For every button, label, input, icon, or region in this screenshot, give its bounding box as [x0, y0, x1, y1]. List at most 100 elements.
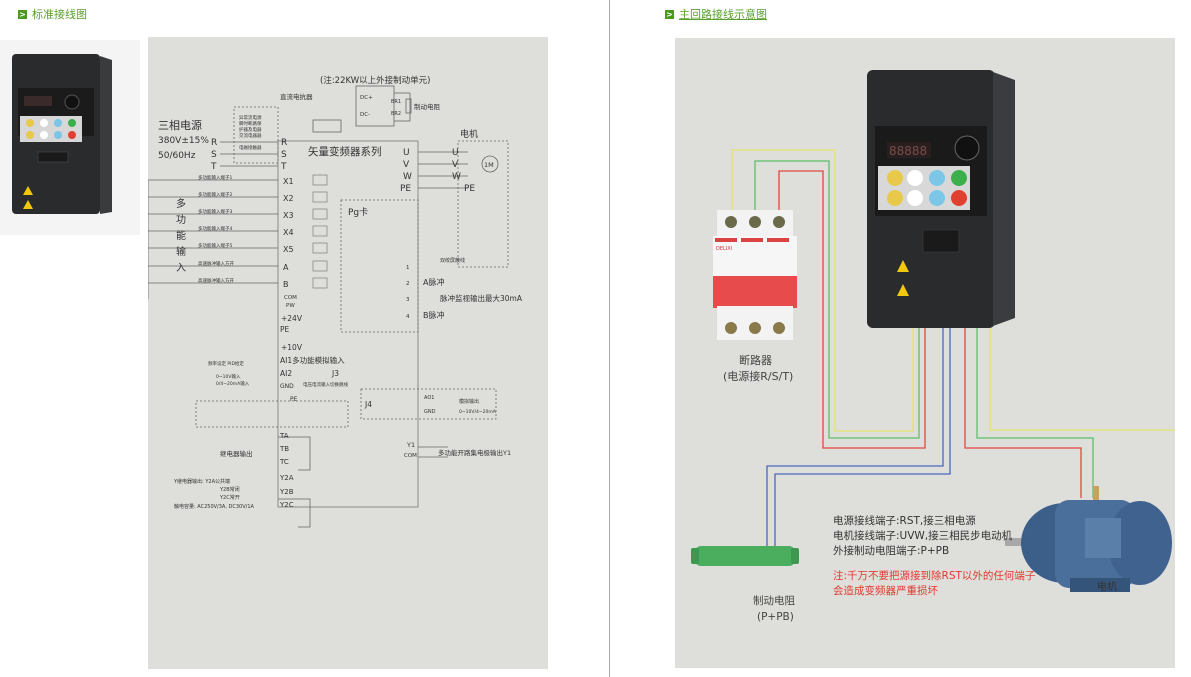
wire-yellow-w: [989, 318, 1175, 431]
terminal-pe: PE: [400, 184, 411, 194]
terminal-s: S: [281, 150, 287, 160]
brake-resistor: [691, 546, 799, 566]
phase-t: T: [210, 162, 217, 172]
terminal-w: W: [403, 172, 412, 182]
resistor-label: 制动电阻: [753, 594, 795, 607]
svg-text:交流电器器: 交流电器器: [239, 132, 262, 139]
terminal-com: COM: [284, 295, 297, 301]
j3-desc: 电压电流输入切换跳线: [303, 381, 348, 388]
input-lines: [147, 179, 278, 299]
brake-resistor-label: 制动电阻: [414, 102, 441, 111]
warning-icon: [23, 200, 33, 209]
svg-text:多功能输入端子3: 多功能输入端子3: [198, 208, 232, 215]
terminal-r: R: [281, 138, 287, 148]
motor-label: 电机: [1097, 580, 1117, 593]
info-line-power: 电源接线端子:RST,接三相电源: [833, 514, 976, 527]
terminal-x4: X4: [283, 228, 294, 237]
j4-box: [360, 388, 497, 420]
knob-icon: [64, 94, 80, 110]
br1-label: BR1: [391, 99, 401, 105]
electric-motor: [1005, 486, 1172, 592]
inverter-image: [12, 54, 112, 214]
terminal-y2a: Y2A: [279, 474, 294, 482]
main-circuit-illustration: DELIXI 88888: [691, 70, 1175, 623]
terminal-u: U: [403, 148, 410, 158]
column-divider: [609, 0, 610, 677]
motor-label: 电机: [460, 128, 478, 140]
terminal-com2: COM: [404, 453, 417, 459]
j3-box: [195, 400, 349, 428]
svg-text:护器及电器: 护器及电器: [239, 126, 262, 133]
pg-card-label: Pg卡: [348, 206, 368, 218]
info-line-resistor: 外接制动电阻端子:P+PB: [833, 544, 949, 557]
svg-text:0/4~20mA输入: 0/4~20mA输入: [216, 380, 250, 387]
dc-plus-label: DC+: [360, 95, 373, 101]
svg-text:入: 入: [176, 263, 186, 274]
relay-output-label: 继电器输出: [220, 449, 253, 458]
wiring-schematic: (注:22KW以上外接制动单元) 直流电抗器 DC+ DC- BR1 BR2 制…: [147, 75, 523, 528]
warning-icon: [23, 186, 33, 195]
warning-icon: [897, 260, 909, 272]
phase-r: R: [211, 138, 217, 148]
terminal-y1: Y1: [406, 441, 415, 449]
svg-text:U: U: [452, 148, 459, 158]
warning-line-2: 会造成变频器严重损坏: [833, 584, 938, 597]
chevron-right-icon: >: [18, 9, 27, 19]
breaker-sublabel: (电源接R/S/T): [723, 369, 793, 383]
terminal-tc: TC: [279, 458, 289, 466]
contactor-label: 电磁接触器: [239, 144, 262, 151]
inverter-box: [277, 140, 419, 508]
svg-text:0~10V输入: 0~10V输入: [216, 373, 241, 380]
svg-text:功: 功: [176, 214, 186, 226]
ao1-label: AO1: [424, 395, 434, 401]
terminal-x1: X1: [283, 177, 294, 186]
phase-s: S: [211, 150, 217, 160]
dc-reactor-label: 直流电抗器: [280, 92, 313, 101]
dc-reactor-symbol: [312, 119, 342, 133]
svg-text:W: W: [452, 172, 461, 182]
section-title-text[interactable]: 主回路接线示意图: [679, 8, 767, 21]
wire-blue-pb: [774, 318, 951, 548]
ai1-label: AI1多功能模拟输入: [280, 355, 345, 365]
svg-text:Y2B常闭: Y2B常闭: [219, 486, 240, 493]
standard-wiring-diagram: (注:22KW以上外接制动单元) 直流电抗器 DC+ DC- BR1 BR2 制…: [147, 37, 548, 669]
svg-text:4: 4: [406, 314, 410, 320]
terminal-10v: +10V: [281, 343, 303, 352]
section-title-standard-wiring: > 标准接线图: [18, 6, 87, 22]
svg-text:多功能输入端子5: 多功能输入端子5: [198, 242, 232, 249]
svg-text:输: 输: [176, 245, 186, 258]
pe-label: PE: [290, 396, 298, 403]
wire-red-t: [778, 170, 926, 449]
terminal-pw: PW: [286, 303, 295, 309]
svg-text:88888: 88888: [889, 144, 927, 158]
terminal-pe2: PE: [280, 325, 290, 334]
section-title-main-circuit[interactable]: > 主回路接线示意图: [665, 6, 767, 22]
freq-setting-label: 频率设定 PID给定: [208, 360, 244, 367]
svg-text:多功能输入端子4: 多功能输入端子4: [198, 225, 232, 232]
product-photo: [0, 40, 140, 235]
svg-text:高速脉冲输入方开: 高速脉冲输入方开: [198, 260, 234, 267]
j3-label: J3: [331, 369, 339, 378]
svg-text:瞬时断路保: 瞬时断路保: [239, 120, 262, 127]
terminal-t: T: [280, 162, 287, 172]
svg-text:V: V: [452, 160, 459, 170]
relay-y2-wire: [278, 498, 311, 528]
relay-ta-wire: [278, 436, 311, 471]
svg-text:2: 2: [406, 281, 410, 287]
breaker-brand: DELIXI: [716, 246, 732, 252]
braking-unit-box: [355, 85, 395, 127]
power-voltage: 380V±15%: [158, 136, 209, 146]
motor-dashed-box: [457, 140, 509, 268]
terminal-y2b: Y2B: [279, 488, 294, 496]
svg-text:1: 1: [406, 265, 410, 271]
resistor-sublabel: (P+PB): [757, 611, 794, 623]
analog-out-label: 模拟输出: [459, 398, 479, 405]
svg-text:触电容量: AC250V/3A, DC30V/1A: 触电容量: AC250V/3A, DC30V/1A: [174, 503, 255, 510]
breaker-box: [233, 106, 279, 164]
chevron-right-icon: >: [665, 9, 674, 19]
analog-range-label: 0~10V/4~20mA: [459, 409, 497, 415]
breaker-label: 断路器: [739, 353, 772, 367]
a-pulse-label: A脉冲: [423, 277, 444, 287]
inverter-title: 矢量变频器系列: [308, 145, 382, 158]
b-pulse-label: B脉冲: [423, 310, 445, 320]
